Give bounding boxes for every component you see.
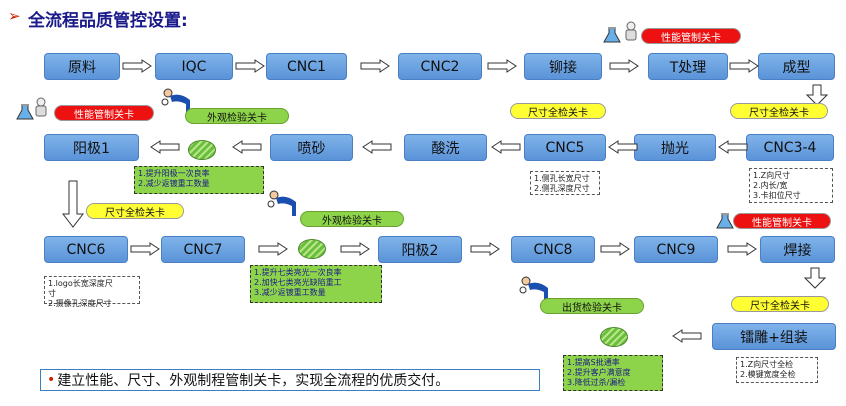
step-pickling: 酸洗 <box>404 134 487 161</box>
down-arrow-icon <box>62 180 84 228</box>
flask-icon <box>716 213 734 229</box>
size-tag-laser: 尺寸全检关卡 <box>731 296 829 312</box>
left-arrow-icon <box>718 140 748 154</box>
step-forming: 成型 <box>758 53 835 80</box>
visual-check-icon <box>600 327 628 347</box>
left-arrow-icon <box>608 140 638 154</box>
right-arrow-icon <box>360 59 390 73</box>
left-arrow-icon <box>491 140 521 154</box>
right-arrow-icon <box>609 59 639 73</box>
step-sandblast: 喷砂 <box>270 134 353 161</box>
inspector-icon <box>266 190 302 218</box>
step-anodize2: 阳极2 <box>378 236 462 263</box>
right-arrow-icon <box>235 59 265 73</box>
step-cnc8: CNC8 <box>511 236 595 263</box>
step-laser-assembly: 镭雕+组装 <box>712 323 836 350</box>
perf-tag-anodize1: 性能管制关卡 <box>54 105 154 121</box>
flask-icon <box>16 104 34 120</box>
right-arrow-icon <box>258 242 288 256</box>
step-cnc5: CNC5 <box>524 134 606 161</box>
title-chevron-icon: ➢ <box>8 7 21 25</box>
right-arrow-icon <box>130 242 160 256</box>
right-arrow-icon <box>487 59 517 73</box>
size-tag-cnc5: 尺寸全检关卡 <box>510 103 606 119</box>
step-iqc: IQC <box>155 53 233 80</box>
step-welding: 焊接 <box>760 236 835 263</box>
bullet-icon: • <box>47 372 56 388</box>
step-riveting: 铆接 <box>524 53 602 80</box>
inspector-icon <box>518 276 554 304</box>
page-title: 全流程品质管控设置: <box>28 11 188 31</box>
right-arrow-icon <box>600 242 630 256</box>
flask-icon <box>603 27 621 43</box>
visual-check-icon <box>298 239 326 259</box>
down-arrow-icon <box>806 84 828 106</box>
step-cnc2: CNC2 <box>398 53 482 80</box>
perf-tag-t-treatment: 性能管制关卡 <box>641 28 741 44</box>
ship-inspection-tag: 出货检验关卡 <box>540 298 644 314</box>
visual-tag-anodize1: 外观检验关卡 <box>185 108 289 124</box>
step-t-treatment: T处理 <box>648 53 728 80</box>
inspector-icon <box>160 88 196 116</box>
inspector-icon <box>30 96 52 118</box>
right-arrow-icon <box>729 59 759 73</box>
right-arrow-icon <box>340 242 370 256</box>
left-arrow-icon <box>150 140 180 154</box>
step-raw-material: 原料 <box>44 53 120 80</box>
step-cnc1: CNC1 <box>266 53 347 80</box>
right-arrow-icon <box>470 242 500 256</box>
size-tag-cnc6: 尺寸全检关卡 <box>86 203 184 219</box>
summary-footer: • 建立性能、尺寸、外观制程管制关卡，实现全流程的优质交付。 <box>40 369 540 391</box>
inspector-icon <box>620 20 642 42</box>
perf-tag-welding: 性能管制关卡 <box>733 213 831 229</box>
step-polishing: 抛光 <box>634 134 716 161</box>
size-tag-cnc3-4: 尺寸全检关卡 <box>730 103 828 119</box>
step-anodize1: 阳极1 <box>44 134 139 161</box>
step-cnc9: CNC9 <box>634 236 718 263</box>
left-arrow-icon <box>672 329 702 343</box>
down-arrow-icon <box>804 267 826 289</box>
right-arrow-icon <box>727 242 757 256</box>
left-arrow-icon <box>232 140 262 154</box>
visual-check-icon <box>188 140 216 160</box>
step-cnc6: CNC6 <box>44 236 128 263</box>
visual-tag-anodize2: 外观检验关卡 <box>300 211 404 227</box>
right-arrow-icon <box>122 59 152 73</box>
left-arrow-icon <box>362 140 392 154</box>
summary-text: 建立性能、尺寸、外观制程管制关卡，实现全流程的优质交付。 <box>57 373 450 389</box>
step-cnc3-4: CNC3-4 <box>746 134 834 161</box>
step-cnc7: CNC7 <box>161 236 245 263</box>
